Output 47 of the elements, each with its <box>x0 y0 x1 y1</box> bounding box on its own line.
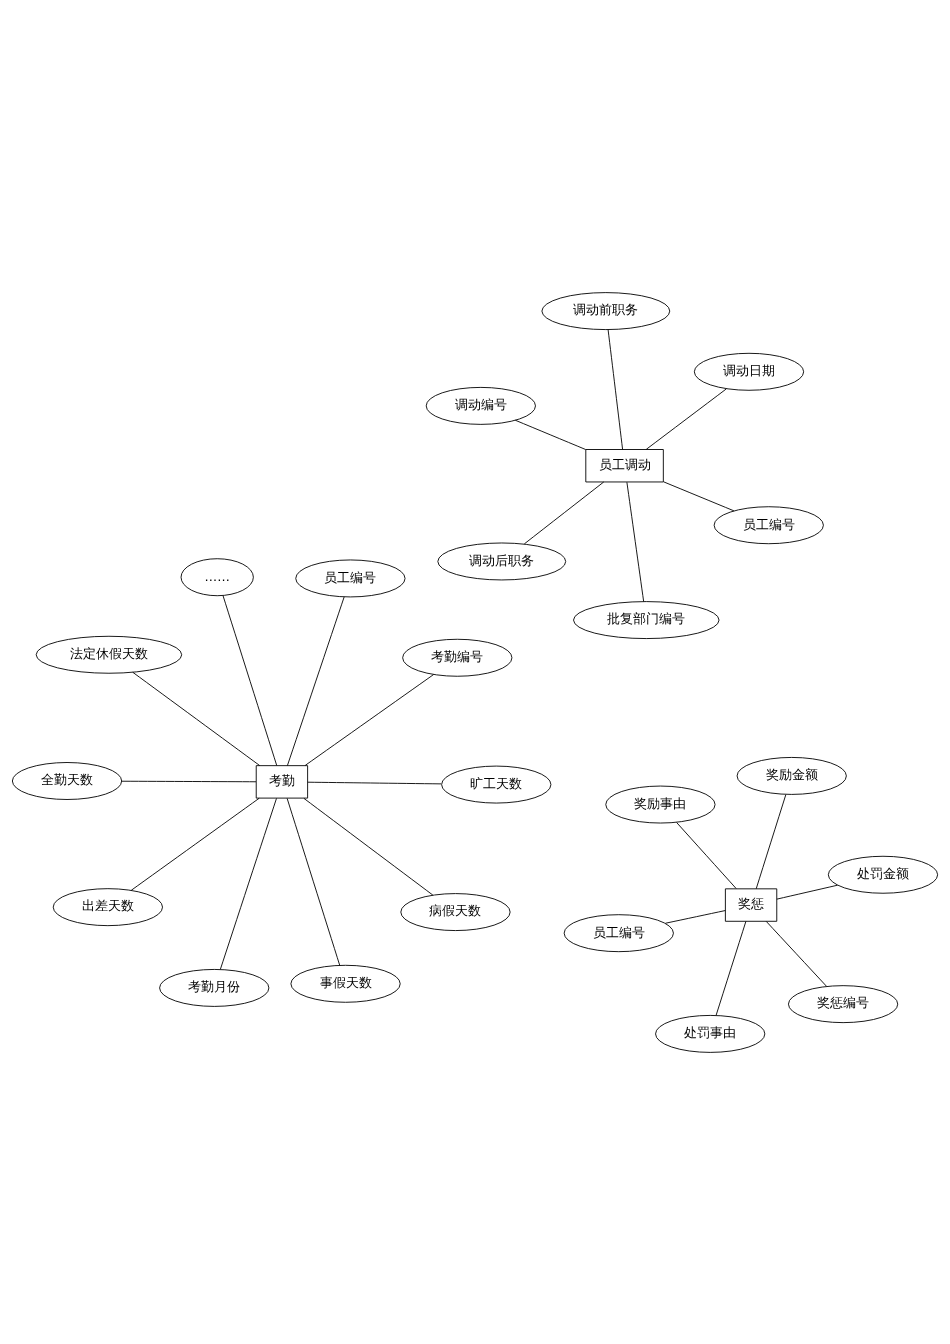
connector <box>219 797 277 970</box>
node-ellipse: …… <box>180 557 254 596</box>
node-ellipse: 奖励金额 <box>736 756 847 795</box>
node-ellipse: 处罚事由 <box>655 1014 766 1053</box>
connector <box>626 481 645 602</box>
connector <box>523 481 605 544</box>
connector <box>715 920 747 1016</box>
node-ellipse: 调动前职务 <box>541 291 671 330</box>
connector <box>130 797 260 891</box>
node-ellipse: 调动日期 <box>693 352 805 391</box>
node-ellipse: 调动后职务 <box>437 542 567 580</box>
connector <box>514 419 587 450</box>
node-ellipse: 事假天数 <box>290 964 401 1003</box>
node-ellipse: 考勤编号 <box>402 638 513 677</box>
connector <box>286 595 345 766</box>
node-ellipse: 员工编号 <box>713 505 824 544</box>
connector <box>303 797 434 896</box>
node-ellipse: 考勤月份 <box>159 968 270 1007</box>
node-ellipse: 法定休假天数 <box>35 635 183 674</box>
node-box: 奖惩 <box>724 887 778 922</box>
connector <box>121 780 257 782</box>
node-ellipse: 奖惩编号 <box>788 984 899 1023</box>
node-ellipse: 奖励事由 <box>605 785 716 823</box>
connector <box>663 480 735 511</box>
node-ellipse: 批复部门编号 <box>573 600 720 639</box>
node-ellipse: 员工编号 <box>295 559 406 597</box>
node-ellipse: 调动编号 <box>425 386 536 425</box>
connector <box>664 909 726 924</box>
connector <box>765 920 828 987</box>
connector <box>307 781 442 784</box>
node-ellipse: 全勤天数 <box>11 761 123 800</box>
connector <box>645 387 727 450</box>
connector <box>755 793 787 889</box>
node-ellipse: 处罚金额 <box>827 855 939 894</box>
node-ellipse: 出差天数 <box>52 887 163 926</box>
connector <box>607 328 624 450</box>
node-ellipse: 旷工天数 <box>441 765 552 804</box>
connector <box>304 673 435 766</box>
connector <box>132 671 261 766</box>
node-box: 员工调动 <box>585 448 664 482</box>
connector <box>222 594 278 766</box>
connector <box>776 884 838 900</box>
node-ellipse: 病假天数 <box>400 892 511 931</box>
connector <box>676 821 737 889</box>
node-box: 考勤 <box>255 764 309 799</box>
node-ellipse: 员工编号 <box>563 913 674 952</box>
connector <box>286 797 341 966</box>
